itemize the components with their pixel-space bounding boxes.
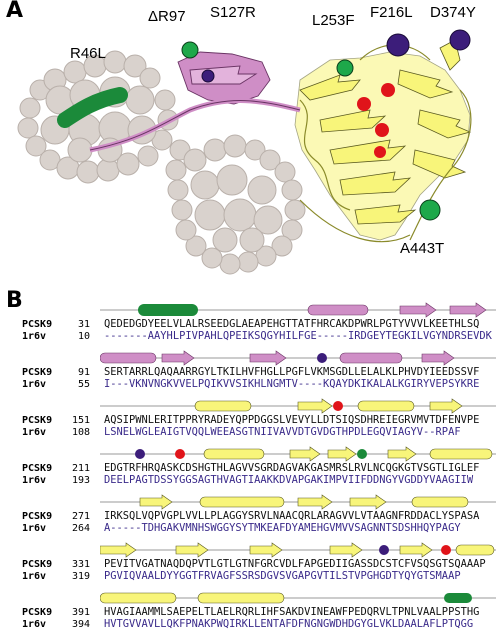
panel-a-letter: A: [6, 0, 24, 23]
r46l-helix: [57, 87, 128, 128]
sphere-red-3: [375, 123, 389, 137]
sequence-name: 1r6v: [22, 427, 47, 438]
yellow-domain: [294, 39, 472, 241]
sequence-text: A-----TDHGAKVMNHSWGGYSYTMKEAFDYAMEHGVMVV…: [104, 522, 461, 534]
sequence-text: PEVITVGATNAQDQPVTLGTLGTNFGRCVDLFAPGEDIIG…: [104, 558, 486, 570]
sequence-text: EDGTRFHRQASKCDSHGTHLAGVVSGRDAGVAKGASMRSL…: [104, 462, 480, 474]
sequence-name: 1r6v: [22, 475, 47, 486]
sphere-l253f: [336, 59, 354, 77]
pink-prodomain: [177, 51, 271, 105]
ss-row-2: [100, 350, 496, 366]
sequence-text: I---VKNVNGKVVELPQIKVVSIKHLNGMTV----KQAYD…: [104, 378, 480, 390]
sphere-a443t: [419, 199, 441, 221]
ss-row-3: [100, 398, 496, 414]
mutation-label-l253f: L253F: [312, 12, 355, 29]
sequence-name: PCSK9: [22, 415, 53, 426]
sequence-start: 91: [77, 367, 90, 378]
sequence-start: 31: [77, 319, 90, 330]
ss-row-7: [100, 592, 496, 604]
ss-row-5: [100, 494, 496, 510]
sequence-start: 394: [71, 619, 90, 630]
sequence-name: 1r6v: [22, 571, 47, 582]
mutation-label-f216l: F216L: [370, 4, 413, 21]
sequence-start: 264: [71, 523, 90, 534]
sequence-name: PCSK9: [22, 367, 53, 378]
mutation-label-s127r: S127R: [210, 4, 256, 21]
sequence-name: PCSK9: [22, 463, 53, 474]
sphere-red-1: [381, 83, 395, 97]
sphere-s127r: [201, 69, 215, 83]
sequence-start: 271: [71, 511, 90, 522]
sphere-f216l: [386, 33, 410, 57]
sphere-dr97: [181, 41, 199, 59]
sphere-red-2: [357, 97, 371, 111]
sequence-name: PCSK9: [22, 607, 53, 618]
sequence-text: IRKSQLVQPVGPLVVLLPLAGGYSRVLNAACQRLARAGVV…: [104, 510, 480, 522]
mutation-label-dr97: ΔR97: [148, 8, 186, 25]
sequence-text: -------AAYHLPIVPAHLQPEIKSQGYHILFGE-----I…: [104, 330, 492, 342]
sequence-name: PCSK9: [22, 319, 53, 330]
sequence-text: SERTARRLQAQAARRGYLTKILHVFHGLLPGFLVKMSGDL…: [104, 366, 480, 378]
mutation-label-a443t: A443T: [400, 240, 445, 257]
sequence-start: 391: [71, 607, 90, 618]
sphere-red-4: [374, 146, 386, 158]
panel-b-letter: B: [6, 288, 23, 313]
sequence-text: AQSIPWNLERITPPRYRADEYQPPDGGSLVEVYLLDTSIQ…: [104, 414, 480, 426]
sequence-name: 1r6v: [22, 619, 47, 630]
sequence-text: LSNELWGLEAIGTVQQLWEEASGTNIIVAVVDTGVDGTHP…: [104, 426, 461, 438]
sequence-start: 151: [71, 415, 90, 426]
ss-row-6: [100, 542, 496, 558]
sequence-name: 1r6v: [22, 331, 47, 342]
sequence-text: HVTGVVAVLLQKFPNAKPWQIRKLLENTAFDFNGNGWDHD…: [104, 618, 474, 630]
sequence-start: 331: [71, 559, 90, 570]
sequence-text: DEELPAGTDSSYGGSAGTHVAGTIAAKKDVAPGAKIMPVI…: [104, 474, 474, 486]
sequence-text: QEDEDGDYEELVLALRSEEDGLAEAPEHGTTATFHRCAKD…: [104, 318, 480, 330]
structure-figure: [17, 29, 472, 275]
sequence-start: 319: [71, 571, 90, 582]
sphere-d374y: [449, 29, 471, 51]
sequence-start: 211: [71, 463, 90, 474]
sequence-start: 55: [77, 379, 90, 390]
sequence-start: 108: [71, 427, 90, 438]
sequence-name: PCSK9: [22, 559, 53, 570]
ss-row-4: [100, 446, 496, 462]
sequence-text: PGVIQVAALDYYGGTFRVAGFSSRSDGVSVGAPGVTILST…: [104, 570, 461, 582]
sequence-start: 10: [77, 331, 90, 342]
gray-domain: [17, 50, 306, 275]
mutation-label-d374y: D374Y: [430, 4, 476, 21]
sequence-name: 1r6v: [22, 379, 47, 390]
mutation-label-r46l: R46L: [70, 45, 106, 62]
sequence-name: PCSK9: [22, 511, 53, 522]
sequence-name: 1r6v: [22, 523, 47, 534]
sequence-text: HVAGIAAMMLSAEPELTLAELRQRLIHFSAKDVINEAWFP…: [104, 606, 480, 618]
sequence-start: 193: [71, 475, 90, 486]
ss-row-1: [100, 302, 496, 318]
